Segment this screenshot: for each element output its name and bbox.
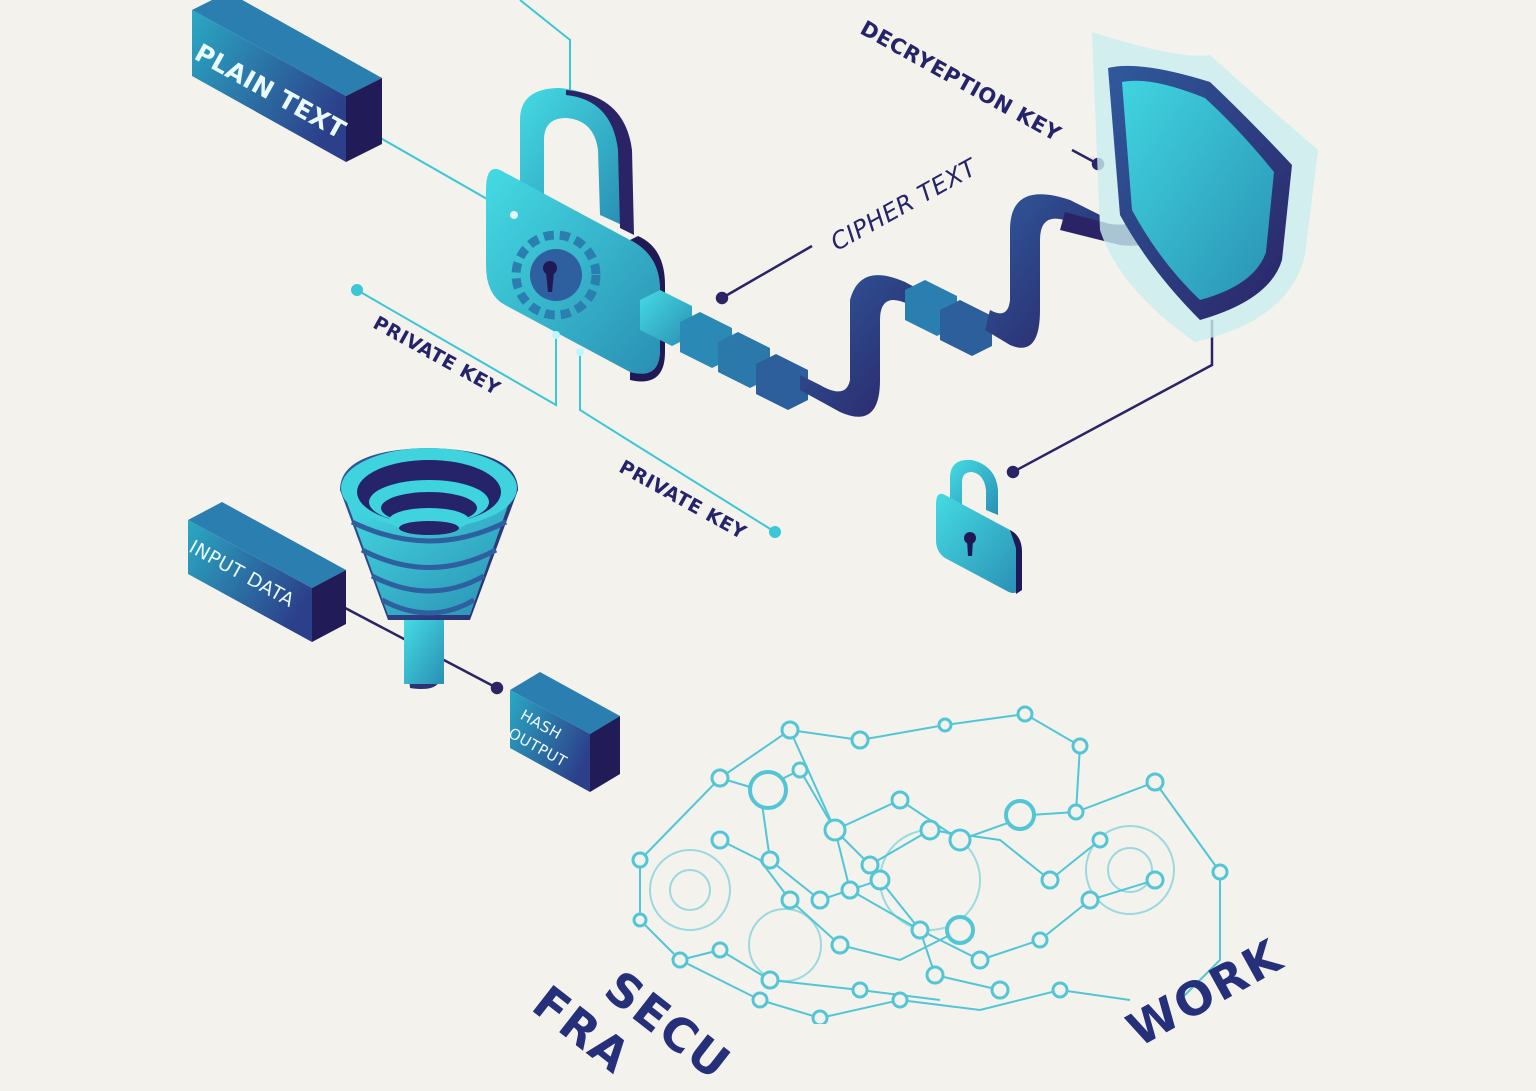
input-data-block (188, 502, 346, 642)
node-network-graph (631, 705, 1229, 1024)
plain-text-block (192, 0, 382, 162)
main-padlock-icon (486, 88, 665, 382)
hash-funnel-icon (340, 448, 518, 689)
crypto-diagram-canvas (188, 0, 1318, 1024)
small-padlock-icon (936, 459, 1022, 594)
hash-output-block (510, 672, 620, 792)
shield-icon (1092, 32, 1318, 342)
